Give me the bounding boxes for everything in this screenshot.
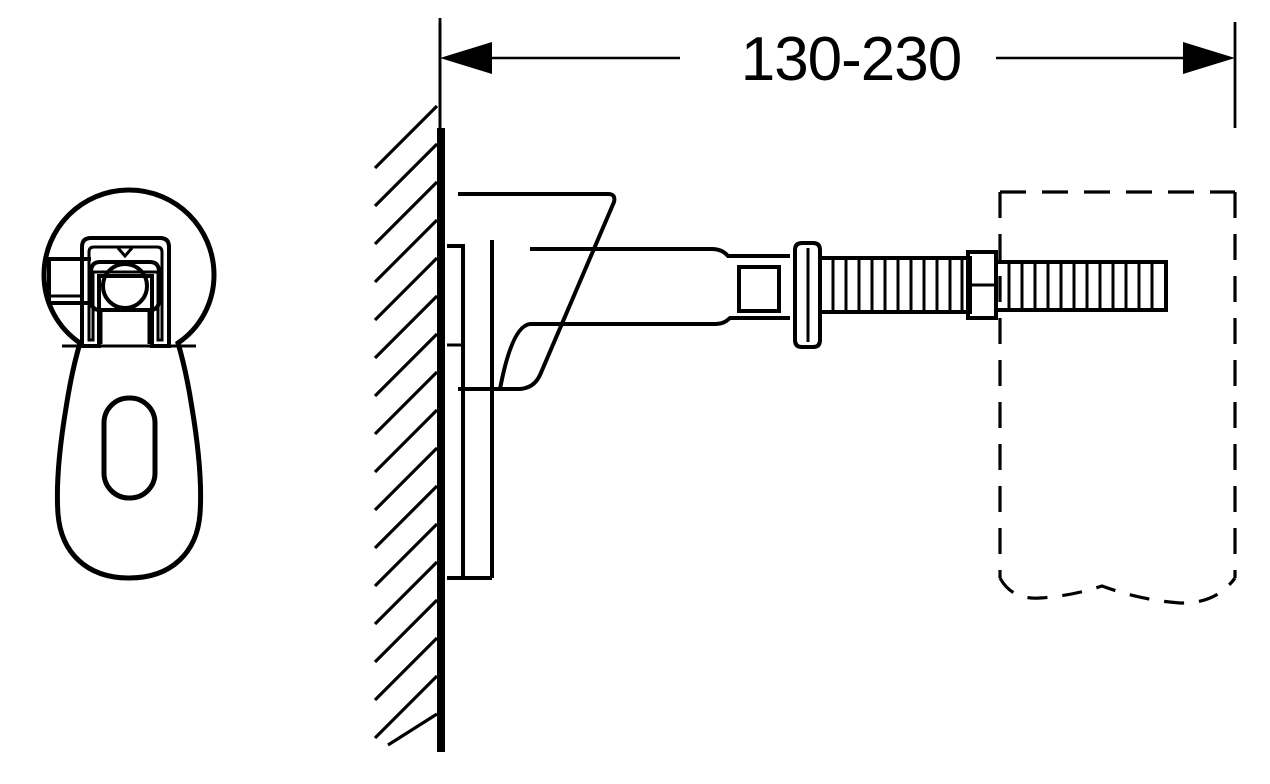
flange-washer [793,241,822,349]
square-aperture [737,265,781,313]
bracket-wall-plate [447,244,465,580]
threaded-rod-segment-1 [818,256,972,314]
clamp-nut-boss [89,260,161,312]
thread-ticks-1 [831,258,964,312]
dimension-arrowhead-left-icon [440,42,492,74]
bracket-body-outline [458,192,617,391]
thread-ticks-2 [1007,262,1154,310]
phantom-fixture-outline [998,190,1237,605]
phantom-bottom-contour [998,577,1237,605]
dimension-label-text: 130-230 [741,25,962,94]
clamp-outer-frame [80,236,171,348]
keyhole-plate-outline [41,187,217,581]
oblong-slot [101,395,158,501]
front-view-group [41,187,217,581]
wall-hatching [373,104,439,747]
dimension-arrowhead-right-icon [1183,42,1235,74]
thread-body-1 [818,256,972,314]
dimension-extension-range: 130-230 [438,22,1237,128]
side-tab [47,257,91,305]
clamp-top-notch [116,247,134,259]
hex-nut [966,250,998,320]
threaded-rod-segment-2 [994,260,1168,312]
bracket-arm-top-edge [530,247,790,258]
bracket-arm-bottom-edge [498,316,790,390]
section-view-group [373,18,1237,752]
thread-body-2 [994,260,1168,312]
center-bore [101,262,149,310]
